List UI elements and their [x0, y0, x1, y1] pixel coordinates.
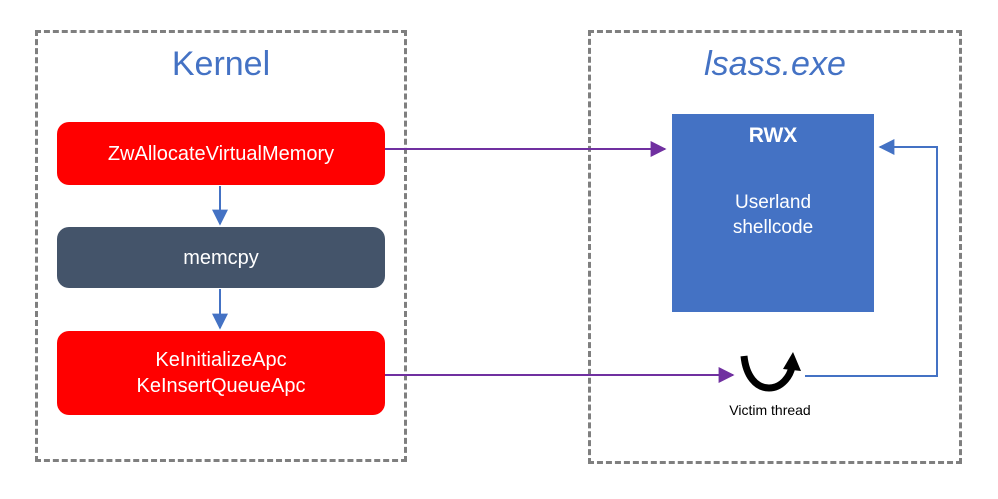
lsass-title: lsass.exe [704, 45, 846, 83]
arrow-thread-to-region [805, 139, 938, 377]
shellcode-line-2: shellcode [732, 217, 814, 238]
apc-box: KeInitializeApc KeInsertQueueApc [57, 331, 385, 415]
curved-arrow-icon [740, 352, 801, 392]
rwx-label: RWX [748, 124, 798, 147]
lsass-panel: lsass.exe [588, 30, 962, 464]
victim-thread-label: Victim thread [729, 402, 811, 418]
ke-insert-queue-apc-label: KeInsertQueueApc [136, 375, 306, 397]
zw-allocate-virtual-memory-box: ZwAllocateVirtualMemory [57, 122, 385, 185]
memcpy-box: memcpy [57, 227, 385, 288]
kernel-panel: Kernel [35, 30, 407, 462]
memcpy-label: memcpy [183, 246, 259, 269]
shellcode-line-1: Userland [734, 192, 812, 213]
rwx-memory-region: RWX Userland shellcode [672, 114, 874, 312]
zw-allocate-label: ZwAllocateVirtualMemory [107, 142, 335, 165]
kernel-title: Kernel [171, 45, 271, 83]
shellcode-label: Userland shellcode [672, 190, 874, 240]
ke-initialize-apc-label: KeInitializeApc [155, 349, 287, 371]
